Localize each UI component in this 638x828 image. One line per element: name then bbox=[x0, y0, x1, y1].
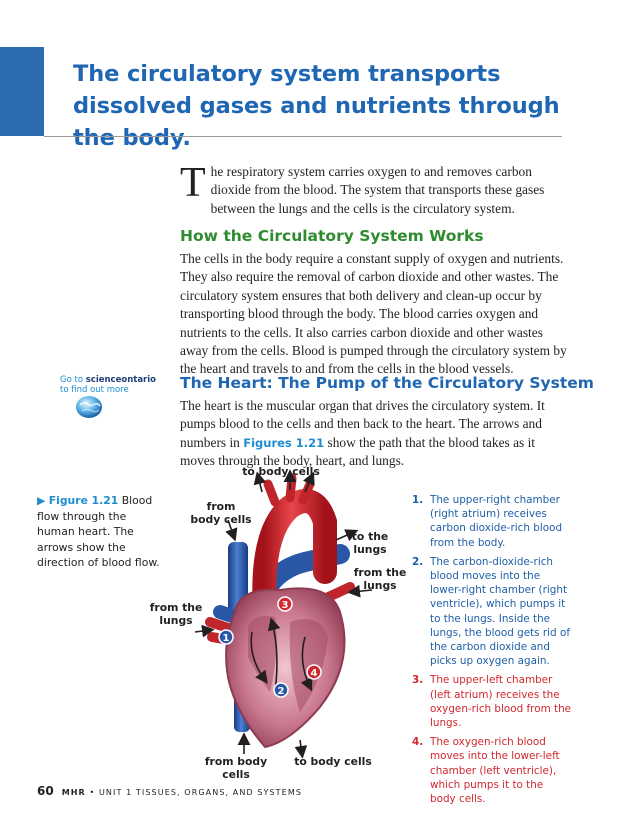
step-2: 2.The carbon-dioxide-rich blood moves in… bbox=[412, 555, 570, 668]
heart-diagram: 1 2 3 4 bbox=[194, 469, 373, 759]
svg-text:1: 1 bbox=[223, 633, 230, 644]
external-arrows bbox=[194, 469, 373, 759]
caption-figure-number: Figure 1.21 bbox=[48, 494, 119, 507]
globe-icon[interactable] bbox=[74, 394, 104, 420]
step-marker-3: 3 bbox=[277, 596, 293, 612]
section-title: The circulatory system transports dissol… bbox=[73, 61, 560, 151]
heading-how-it-works: How the Circulatory System Works bbox=[180, 227, 484, 245]
caption-marker: ▶ bbox=[37, 494, 46, 507]
step-4: 4.The oxygen-rich blood moves into the l… bbox=[412, 736, 560, 806]
page-footer: 60 MHR • UNIT 1 TISSUES, ORGANS, AND SYST… bbox=[37, 784, 302, 798]
title-divider bbox=[44, 136, 562, 137]
caption-text: Blood flow through the human heart. The … bbox=[37, 494, 160, 569]
intro-text: he respiratory system carries oxygen to … bbox=[210, 164, 545, 216]
paragraph-how-it-works: The cells in the body require a constant… bbox=[180, 251, 567, 377]
svg-text:3: 3 bbox=[282, 600, 289, 611]
heading-the-heart: The Heart: The Pump of the Circulatory S… bbox=[180, 374, 594, 392]
step-1: 1.The upper-right chamber (right atrium)… bbox=[412, 494, 563, 549]
figure-caption: ▶ Figure 1.21 Blood flow through the hum… bbox=[37, 493, 167, 571]
label-to-body-cells-top: to body cells bbox=[242, 465, 320, 478]
blood-flow-steps: 1.The upper-right chamber (right atrium)… bbox=[412, 493, 572, 811]
unit-title: UNIT 1 TISSUES, ORGANS, AND SYSTEMS bbox=[98, 788, 303, 797]
heart-text-after: show the path that the blood takes as it… bbox=[180, 434, 536, 469]
web-link-note[interactable]: Go to scienceontario to find out more bbox=[60, 375, 156, 395]
superior-vena-cava bbox=[228, 542, 248, 612]
step-marker-1: 1 bbox=[218, 629, 234, 645]
drop-cap: T bbox=[180, 160, 206, 206]
svg-text:4: 4 bbox=[311, 668, 318, 679]
paragraph-the-heart: The heart is the muscular organ that dri… bbox=[180, 397, 570, 471]
web-link-suffix: to find out more bbox=[60, 385, 129, 395]
svg-text:2: 2 bbox=[278, 686, 285, 697]
step-marker-4: 4 bbox=[306, 664, 322, 680]
publisher: MHR bbox=[61, 788, 86, 797]
page-number: 60 bbox=[37, 784, 54, 798]
web-link-prefix: Go to bbox=[60, 375, 86, 385]
label-from-body-cells-lower: from body cells bbox=[204, 755, 268, 781]
label-from-body-cells-upper: from body cells bbox=[190, 500, 252, 526]
heart-muscle bbox=[225, 587, 346, 749]
section-color-bar bbox=[0, 47, 44, 136]
footer-bullet: • bbox=[89, 788, 96, 797]
label-to-the-lungs: to the lungs bbox=[351, 530, 389, 556]
figure-reference[interactable]: Figures 1.21 bbox=[243, 435, 325, 450]
label-from-the-lungs-left: from the lungs bbox=[149, 601, 203, 627]
step-marker-2: 2 bbox=[273, 682, 289, 698]
label-to-body-cells-lower: to body cells bbox=[294, 755, 372, 768]
heart-text-before: The heart is the muscular organ that dri… bbox=[180, 398, 545, 450]
web-link-site: scienceontario bbox=[85, 375, 157, 385]
step-3: 3.The upper-left chamber (left atrium) r… bbox=[412, 674, 572, 730]
label-from-the-lungs-right: from the lungs bbox=[353, 566, 407, 592]
